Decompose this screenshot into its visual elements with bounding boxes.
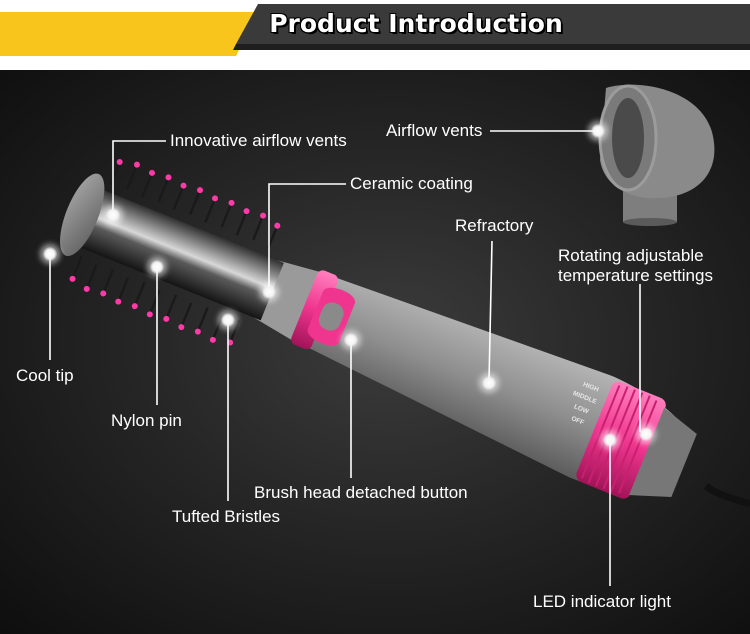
title-banner-graphic bbox=[0, 4, 750, 56]
point-airflow-vents bbox=[591, 124, 605, 138]
banner-shadow-strip bbox=[233, 44, 750, 50]
bristle-rows bbox=[72, 163, 278, 342]
label-rotating-temperature: Rotating adjustable temperature settings bbox=[558, 246, 713, 285]
label-brush-head-button: Brush head detached button bbox=[254, 483, 468, 502]
point-nylon-pin bbox=[150, 260, 164, 274]
point-refractory bbox=[482, 376, 496, 390]
brush-barrel bbox=[70, 186, 284, 321]
point-brush-head-button bbox=[344, 333, 358, 347]
label-refractory: Refractory bbox=[455, 216, 534, 235]
line-ceramic-coating bbox=[268, 183, 346, 292]
point-tufted-bristles bbox=[221, 313, 235, 327]
point-rotating-temperature bbox=[639, 427, 653, 441]
line-innovative-airflow-vents bbox=[112, 140, 166, 213]
airflow-attachment bbox=[598, 84, 715, 226]
bristle-tips bbox=[69, 159, 281, 346]
label-ceramic-coating: Ceramic coating bbox=[350, 174, 473, 193]
mode-off: OFF bbox=[570, 415, 585, 426]
label-nylon-pin: Nylon pin bbox=[111, 411, 182, 430]
power-cord bbox=[703, 483, 750, 508]
line-refractory bbox=[488, 240, 493, 383]
label-tufted-bristles: Tufted Bristles bbox=[172, 507, 281, 526]
label-led-indicator: LED indicator light bbox=[533, 592, 671, 611]
point-cool-tip bbox=[43, 247, 57, 261]
banner-yellow-left bbox=[0, 12, 258, 56]
cool-tip-cap bbox=[60, 173, 105, 257]
label-innovative-airflow-vents: Innovative airflow vents bbox=[170, 131, 347, 150]
brush-device: HIGH MIDDLE LOW OFF bbox=[60, 159, 697, 499]
callout-lines bbox=[49, 130, 641, 586]
label-airflow-vents: Airflow vents bbox=[386, 121, 483, 140]
point-led-indicator bbox=[603, 433, 617, 447]
label-cool-tip: Cool tip bbox=[16, 366, 74, 385]
point-innovative-airflow-vents bbox=[106, 208, 120, 222]
banner-dark-band bbox=[236, 4, 750, 44]
banner-title: Product Introduction bbox=[269, 9, 563, 38]
tail-cap bbox=[629, 407, 697, 498]
point-ceramic-coating bbox=[262, 285, 276, 299]
